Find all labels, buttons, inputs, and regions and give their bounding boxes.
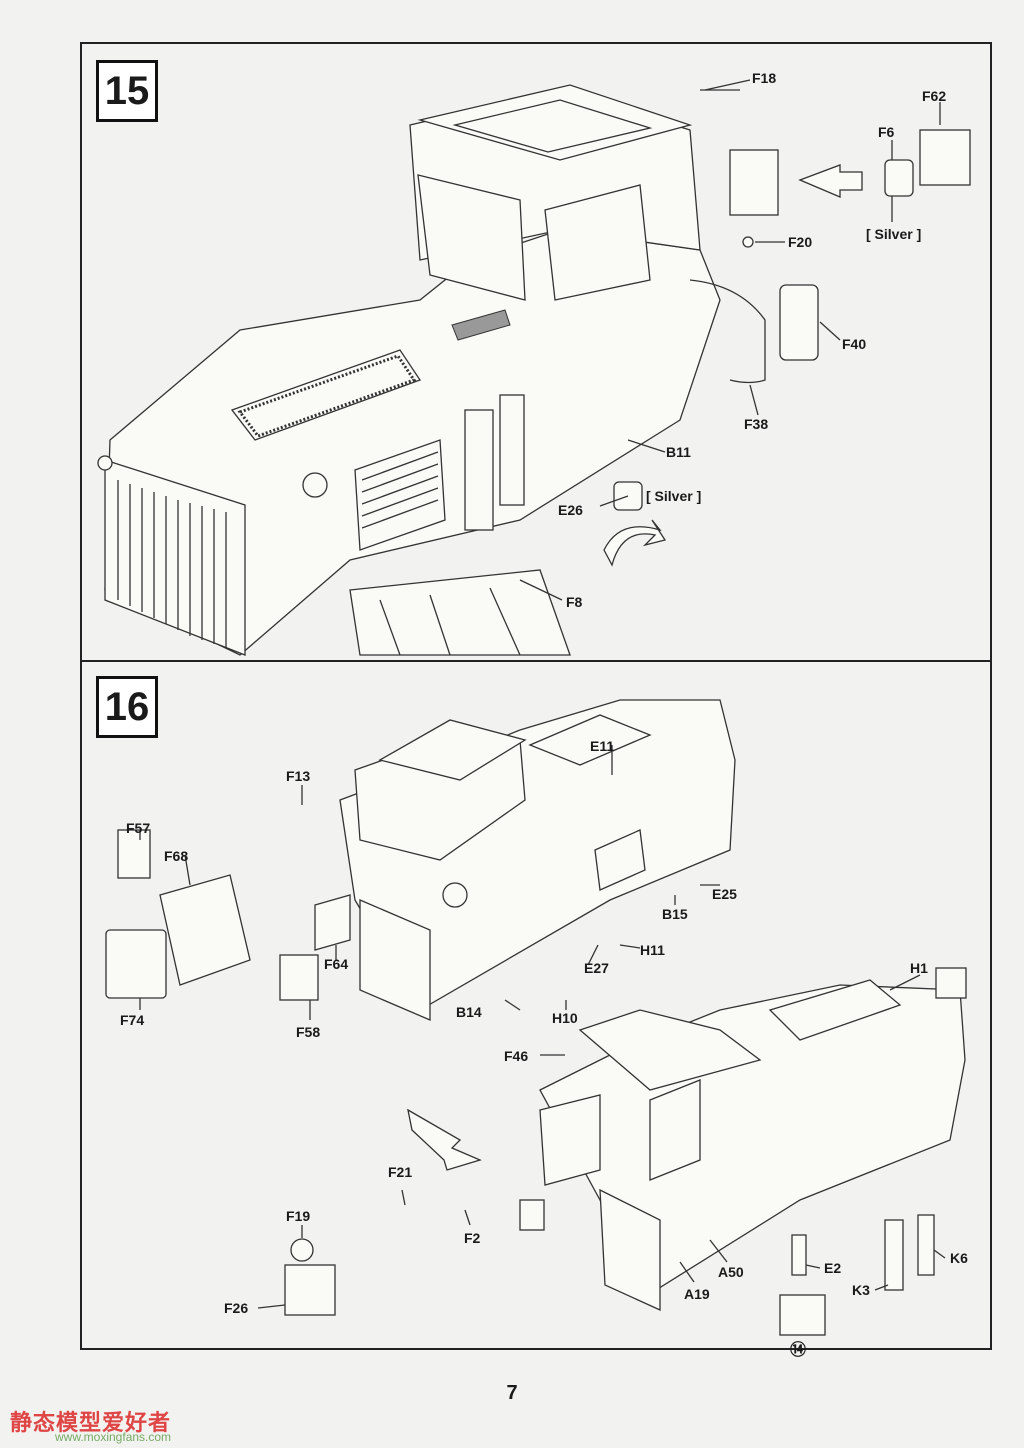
label-a19: A19 xyxy=(684,1286,710,1302)
label-f26: F26 xyxy=(224,1300,249,1316)
label-f6: F6 xyxy=(878,124,895,140)
label-step-ref-14: ⑭ xyxy=(790,1342,807,1359)
label-f18: F18 xyxy=(752,70,777,86)
label-f20: F20 xyxy=(788,234,813,250)
label-h1: H1 xyxy=(910,960,928,976)
label-f8: F8 xyxy=(566,594,583,610)
insert-arrow-step15 xyxy=(798,164,863,198)
step15-leader-lines xyxy=(519,79,941,601)
step-16-badge: 16 xyxy=(96,676,158,738)
watermark-text: 静态模型爱好者 xyxy=(10,1411,172,1436)
label-b14: B14 xyxy=(456,1004,482,1020)
label-silver-f6: [ Silver ] xyxy=(866,226,922,242)
step16-leader-lines xyxy=(139,745,946,1309)
label-e25: E25 xyxy=(712,886,737,902)
label-e27: E27 xyxy=(584,960,609,976)
label-f64: F64 xyxy=(324,956,349,972)
watermark-url: www.moxingfans.com xyxy=(55,1430,172,1444)
label-f58: F58 xyxy=(296,1024,321,1040)
label-b11: B11 xyxy=(666,444,691,460)
label-f40: F40 xyxy=(842,336,867,352)
label-silver-e26: [ Silver ] xyxy=(646,488,702,504)
step16-lower-hull-illustration xyxy=(284,967,967,1336)
step15-parts xyxy=(603,89,971,567)
label-b15: B15 xyxy=(662,906,688,922)
label-f38: F38 xyxy=(744,416,769,432)
insert-arrow-step16 xyxy=(407,1108,482,1171)
label-f2: F2 xyxy=(464,1230,481,1246)
flip-arrow-icon xyxy=(603,519,667,567)
label-f19: F19 xyxy=(286,1208,311,1224)
step-15-badge: 15 xyxy=(96,60,158,122)
label-f74: F74 xyxy=(120,1012,145,1028)
step16-upper-hull-illustration xyxy=(105,699,736,1021)
label-h10: H10 xyxy=(552,1010,578,1026)
label-h11: H11 xyxy=(640,942,665,958)
step-divider xyxy=(80,660,992,662)
label-k3: K3 xyxy=(852,1282,870,1298)
label-k6: K6 xyxy=(950,1250,968,1266)
page-frame xyxy=(80,42,992,1350)
page-number: 7 xyxy=(506,1382,518,1404)
label-f21: F21 xyxy=(388,1164,413,1180)
label-f62: F62 xyxy=(922,88,947,104)
label-e11: E11 xyxy=(590,738,615,754)
label-e2: E2 xyxy=(824,1260,842,1276)
step15-hull-illustration xyxy=(97,84,721,656)
label-f13: F13 xyxy=(286,768,311,784)
label-f68: F68 xyxy=(164,848,189,864)
label-a50: A50 xyxy=(718,1264,744,1280)
label-f57: F57 xyxy=(126,820,151,836)
label-e26: E26 xyxy=(558,502,583,518)
label-f46: F46 xyxy=(504,1048,529,1064)
